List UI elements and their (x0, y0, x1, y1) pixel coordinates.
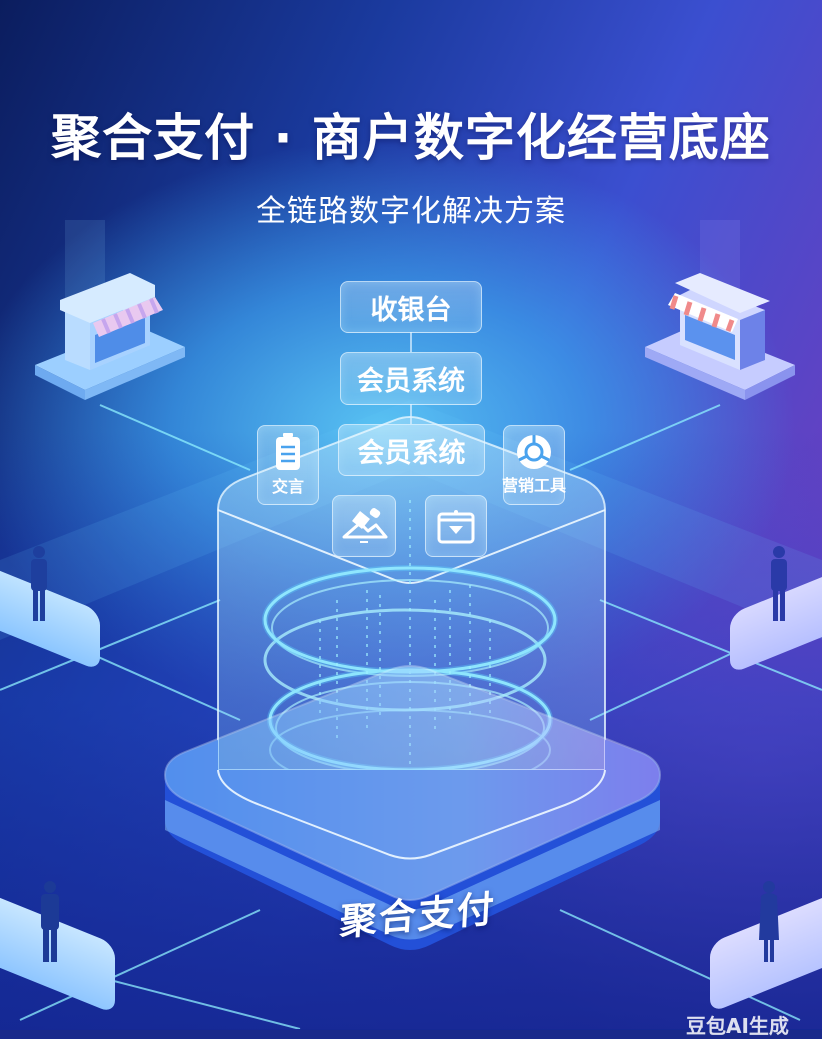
tool-label: 营销工具 (501, 476, 566, 495)
ai-watermark: 豆包AI生成 (686, 1014, 789, 1038)
module-label: 收银台 (370, 294, 452, 326)
module-label: 会员系统 (357, 366, 465, 397)
module-card-cashier[interactable]: 收银台 (340, 281, 482, 333)
tool-card-calendar[interactable] (425, 495, 487, 557)
tool-label: 交言 (271, 477, 304, 496)
tool-card-marketing[interactable]: 营销工具 (501, 425, 566, 505)
module-card-membership[interactable]: 会员系统 (340, 352, 482, 405)
person-icon (31, 546, 47, 621)
connector-line (410, 404, 412, 424)
base-platform (163, 665, 662, 950)
person-icon (41, 881, 59, 962)
page-subtitle: 全链路数字化解决方案 (256, 194, 566, 229)
connector-line (410, 332, 412, 352)
store-right-icon (645, 273, 795, 400)
store-left-icon (35, 273, 185, 400)
clipboard-icon (276, 433, 300, 470)
tool-card-transaction[interactable]: 交言 (257, 425, 319, 505)
tool-card-design[interactable] (332, 495, 396, 557)
aperture-icon (517, 435, 551, 469)
module-label: 会员系统 (357, 437, 466, 469)
module-card-membership-2[interactable]: 会员系统 (338, 424, 485, 476)
person-icon (771, 546, 787, 621)
calendar-download-icon (437, 510, 475, 544)
page-title: 聚合支付 · 商户数字化经营底座 (51, 109, 771, 167)
person-icon (759, 881, 779, 962)
pen-shape-icon (342, 508, 388, 543)
